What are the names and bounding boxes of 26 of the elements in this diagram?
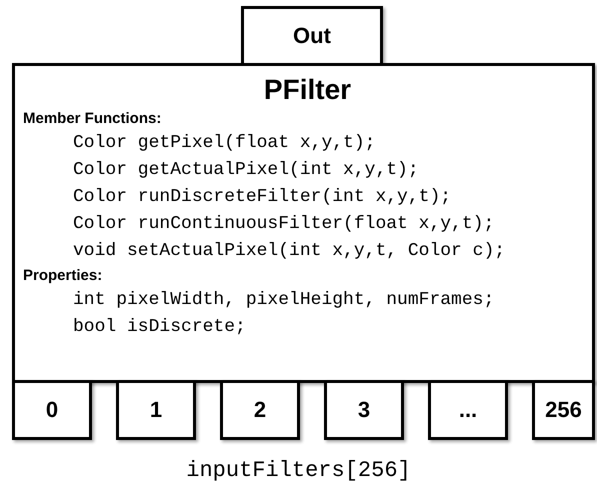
box-label: Out	[293, 23, 331, 49]
code-line: Color getPixel(float x,y,t);	[72, 132, 376, 155]
code-line: Color getActualPixel(int x,y,t);	[72, 159, 419, 182]
class-box	[12, 63, 595, 383]
code-line: Color runDiscreteFilter(int x,y,t);	[72, 186, 452, 209]
array-slot-box	[220, 380, 300, 440]
array-slot-box	[116, 380, 196, 440]
box-label: 2	[254, 397, 266, 423]
box-label: ...	[458, 397, 478, 423]
array-slot-box	[12, 380, 92, 440]
section-heading: Properties:	[23, 266, 102, 286]
class-name: PFilter	[264, 74, 352, 106]
array-slot-box	[532, 380, 595, 440]
box-label: 1	[150, 397, 162, 423]
code-line: bool isDiscrete;	[72, 316, 246, 339]
box-label: 256	[545, 397, 582, 423]
array-slot-box	[324, 380, 404, 440]
output-box	[241, 6, 383, 66]
code-line: Color runContinuousFilter(float x,y,t);	[72, 213, 494, 236]
array-slot-box	[428, 380, 508, 440]
section-heading: Member Functions:	[23, 109, 162, 129]
code-line: int pixelWidth, pixelHeight, numFrames;	[72, 289, 494, 312]
code-line: void setActualPixel(int x,y,t, Color c);	[72, 240, 506, 263]
array-name: inputFilters[256]	[185, 458, 412, 483]
box-label: 3	[358, 397, 370, 423]
box-label: 0	[46, 397, 58, 423]
